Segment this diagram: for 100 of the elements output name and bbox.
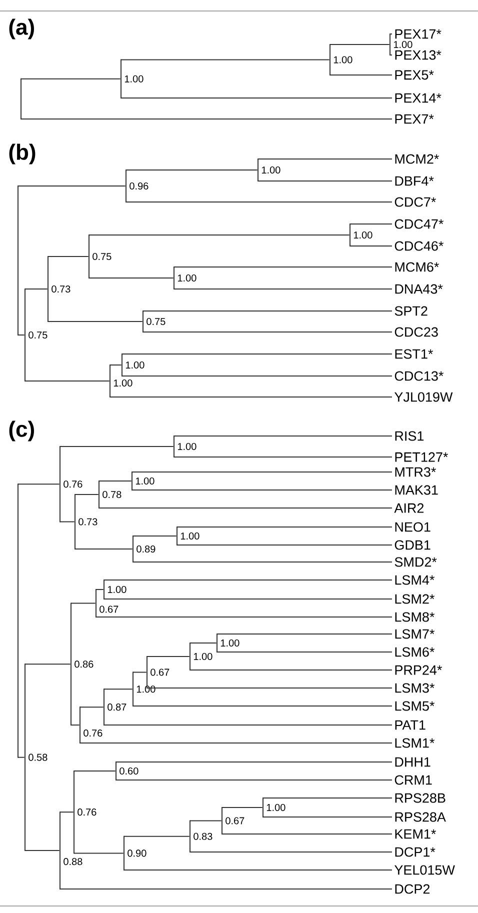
support-value: 1.00 xyxy=(266,803,286,812)
support-value: 0.86 xyxy=(74,660,94,668)
gene-label: RPS28B xyxy=(395,793,446,803)
tree-branch xyxy=(174,266,392,268)
support-value: 1.00 xyxy=(180,532,200,540)
panel-label: (a) xyxy=(9,18,34,40)
gene-label: LSM8* xyxy=(395,612,434,622)
gene-label: PEX7* xyxy=(395,114,434,124)
support-value: 1.00 xyxy=(220,638,240,648)
gene-label: PAT1 xyxy=(395,720,426,730)
gene-label: LSM1* xyxy=(395,738,434,748)
support-value: 1.00 xyxy=(124,360,146,370)
tree-branch xyxy=(74,548,133,550)
gene-label: SPT2 xyxy=(394,306,428,316)
support-value: 0.75 xyxy=(28,330,48,340)
tree-branch xyxy=(176,544,392,546)
tree-branch xyxy=(120,59,330,60)
tree-branch xyxy=(262,816,392,818)
gene-label: KEM1* xyxy=(395,829,436,839)
tree-branch xyxy=(70,602,96,604)
gene-label: LSM6* xyxy=(395,647,434,657)
tree-branch xyxy=(20,118,392,120)
support-value: 0.58 xyxy=(28,753,48,762)
support-value: 1.00 xyxy=(176,274,198,282)
gene-label: LSM4* xyxy=(395,575,434,585)
tree-branch xyxy=(48,256,89,257)
gene-label: AIR2 xyxy=(394,503,424,513)
support-value: 0.76 xyxy=(62,480,84,488)
gene-label: MTR3* xyxy=(395,467,436,477)
support-value: 1.00 xyxy=(352,230,374,240)
support-value: 0.88 xyxy=(62,858,84,866)
support-value: 1.00 xyxy=(134,476,156,486)
tree-branch xyxy=(74,852,124,854)
gene-label: DCP1* xyxy=(395,847,436,857)
tree-branch xyxy=(146,656,190,657)
support-value: 1.00 xyxy=(176,442,198,451)
gene-label: YJL019W xyxy=(394,392,453,402)
gene-label: SMD2* xyxy=(394,557,437,567)
tree-branch xyxy=(174,456,392,458)
tree-branch xyxy=(18,334,25,336)
gene-label: LSM5* xyxy=(395,701,434,711)
tree-branch xyxy=(330,44,390,45)
tree-branch xyxy=(74,494,99,495)
gene-label: CDC46* xyxy=(394,241,444,251)
support-value: 1.00 xyxy=(124,74,144,83)
tree-branch xyxy=(190,820,222,822)
tree-branch xyxy=(24,664,71,665)
tree-branch xyxy=(98,480,132,482)
tree-branch xyxy=(60,521,75,522)
support-value: 1.00 xyxy=(260,166,282,174)
tree-branch xyxy=(74,770,116,772)
support-value: 0.75 xyxy=(146,317,166,326)
support-value: 0.90 xyxy=(126,849,148,858)
tree-branch xyxy=(110,364,122,366)
gene-label: DHH1 xyxy=(395,757,430,767)
support-value: 0.96 xyxy=(128,182,150,190)
gene-label: CDC47* xyxy=(394,219,444,229)
support-value: 0.67 xyxy=(98,605,120,614)
tree-branch xyxy=(330,74,392,76)
support-value: 1.00 xyxy=(106,585,128,594)
tree-branch xyxy=(110,396,392,398)
tree-branch xyxy=(96,616,392,618)
support-value: 0.87 xyxy=(106,703,128,712)
gene-label: DBF4* xyxy=(395,176,434,186)
tree-branch xyxy=(80,706,104,708)
gene-label: CRM1 xyxy=(394,775,432,785)
tree-branch xyxy=(132,672,147,673)
gene-label: LSM7* xyxy=(395,629,434,639)
panel-label: (c) xyxy=(9,420,34,442)
gene-label: MAK31 xyxy=(395,485,438,495)
gene-label: CDC7* xyxy=(394,197,436,207)
gene-label: MCM6* xyxy=(395,262,439,272)
tree-branch xyxy=(70,724,80,726)
support-value: 0.78 xyxy=(102,490,122,499)
tree-branch xyxy=(176,526,392,528)
support-value: 0.76 xyxy=(82,729,104,738)
gene-label: RIS1 xyxy=(395,431,424,441)
gene-label: DNA43* xyxy=(395,284,443,294)
gene-label: PEX17* xyxy=(395,29,442,39)
gene-label: PEX13* xyxy=(395,50,442,60)
support-value: 0.73 xyxy=(78,518,98,526)
gene-label: GDB1 xyxy=(394,540,430,550)
panel-label: (b) xyxy=(9,144,36,164)
support-value: 0.89 xyxy=(136,544,156,554)
support-value: 0.83 xyxy=(192,832,214,840)
support-value: 0.60 xyxy=(118,766,140,776)
tree-branch xyxy=(18,484,60,485)
tree-branch xyxy=(222,807,263,808)
tree-branch xyxy=(88,234,350,236)
gene-label: MCM2* xyxy=(395,154,439,164)
support-value: 0.75 xyxy=(92,252,112,261)
tree-branch xyxy=(190,642,217,644)
support-value: 0.67 xyxy=(150,668,170,676)
tree-branch xyxy=(104,598,392,600)
gene-label: PEX5* xyxy=(395,70,434,80)
tree-branch xyxy=(18,756,25,758)
support-value: 0.73 xyxy=(50,284,72,294)
tree-branch xyxy=(258,180,392,182)
tree-branch xyxy=(142,310,392,312)
gene-label: LSM3* xyxy=(395,683,434,693)
